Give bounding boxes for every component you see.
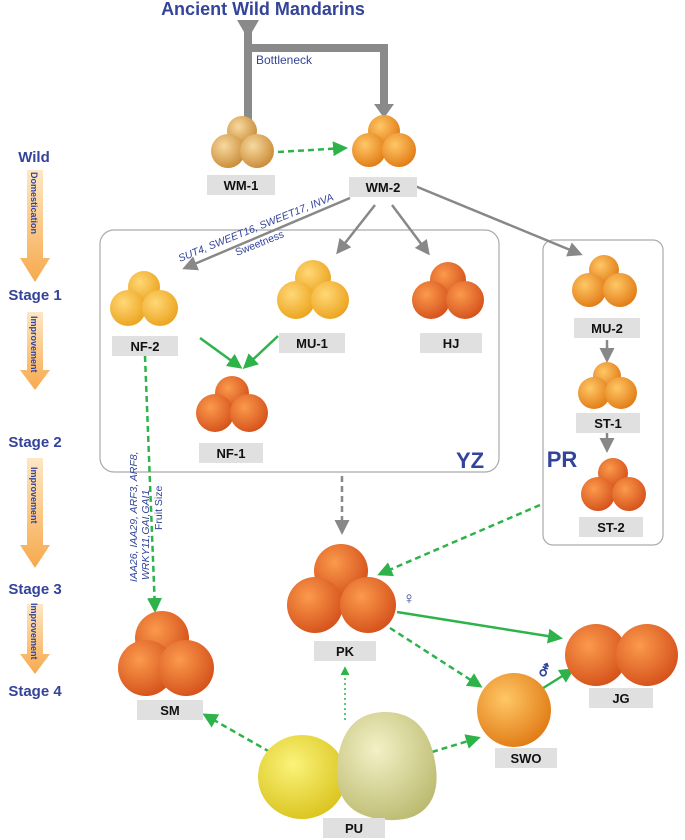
fruit-st1	[578, 362, 637, 409]
node-label-wm1: WM-1	[224, 178, 259, 193]
fruit-wm2	[352, 115, 416, 167]
node-label-hj: HJ	[443, 336, 460, 351]
side-arrow-improvement-2	[20, 458, 50, 568]
node-label-jg: JG	[612, 691, 629, 706]
node-tag-pu: PU	[323, 818, 385, 838]
fruit-mu2	[572, 255, 637, 307]
arrow-wm1-wm2	[277, 141, 348, 157]
green-arrows	[143, 141, 575, 754]
node-label-wm2: WM-2	[366, 180, 401, 195]
node-tag-mu1: MU-1	[279, 333, 345, 353]
fruit-hj	[412, 262, 484, 319]
stage-2-label: Stage 2	[8, 434, 61, 451]
node-tag-nf1: NF-1	[199, 443, 263, 463]
fruit-jg	[565, 624, 678, 686]
node-label-nf1: NF-1	[217, 446, 246, 461]
group-box-pr	[542, 239, 664, 546]
node-tag-wm2: WM-2	[349, 177, 417, 197]
arrow-pr-pk	[377, 503, 541, 577]
node-tag-mu2: MU-2	[574, 318, 640, 338]
arrow-swo-jg	[539, 668, 575, 692]
fruit-nf2	[110, 271, 178, 326]
stage-1-label: Stage 1	[8, 287, 61, 304]
gray-arrows	[182, 184, 615, 535]
fruit-swo	[477, 673, 551, 747]
side-label-domestication: Domestication	[29, 172, 39, 234]
node-label-st1: ST-1	[594, 416, 621, 431]
fruit-wm1	[211, 116, 274, 168]
diagram-title: Ancient Wild Mandarins	[161, 0, 365, 19]
node-label-mu1: MU-1	[296, 336, 328, 351]
node-tag-swo: SWO	[495, 748, 557, 768]
node-tag-jg: JG	[589, 688, 653, 708]
node-tag-wm1: WM-1	[207, 175, 275, 195]
sweetness-genes: SUT4, SWEET16, SWEET17, INVA	[177, 191, 336, 264]
fruit-mu1	[277, 260, 349, 319]
side-label-improvement-2: Improvement	[29, 467, 39, 524]
arrow-pu-sm	[202, 713, 271, 754]
node-tag-st2: ST-2	[579, 517, 643, 537]
fruit-nf1	[196, 376, 268, 432]
group-label-pr: PR	[547, 447, 578, 472]
group-label-yz: YZ	[456, 448, 484, 473]
node-label-st2: ST-2	[597, 520, 624, 535]
male-symbol: ⚦	[538, 662, 551, 680]
fruit-size-trait: Fruit Size	[153, 485, 165, 530]
node-label-swo: SWO	[510, 751, 541, 766]
node-label-pk: PK	[336, 644, 355, 659]
arrow-pk-swo	[389, 626, 483, 688]
fruit-pu	[258, 712, 437, 821]
side-arrow-domestication	[20, 170, 50, 282]
node-tag-sm: SM	[137, 700, 203, 720]
node-tag-nf2: NF-2	[112, 336, 178, 356]
side-arrow-improvement-3	[20, 604, 50, 674]
node-tag-pk: PK	[314, 641, 376, 661]
fruit-sm	[118, 611, 214, 696]
side-arrow-improvement-1	[20, 312, 50, 390]
arrow-nf2-nf1	[199, 336, 243, 369]
arrow-wm2-mu2	[414, 184, 583, 257]
female-symbol: ♀	[403, 589, 416, 608]
fruit-pk	[287, 544, 396, 633]
arrow-nf2-sm	[143, 355, 163, 613]
stage-wild-label: Wild	[18, 149, 50, 166]
side-label-improvement-1: Improvement	[29, 316, 39, 373]
bottleneck-funnel	[237, 20, 394, 120]
stage-3-label: Stage 3	[8, 581, 61, 598]
arrow-wm2-mu1	[336, 204, 376, 255]
node-label-mu2: MU-2	[591, 321, 623, 336]
side-label-improvement-3: Improvement	[29, 603, 39, 660]
bottleneck-label: Bottleneck	[256, 53, 313, 67]
fruit-size-genes-2: WRKY11,GAI,GAI1	[140, 490, 152, 580]
node-label-sm: SM	[160, 703, 180, 718]
node-label-pu: PU	[345, 821, 363, 836]
arrow-mu1-nf1	[242, 335, 279, 370]
fruit-size-genes-1: IAA26, IAA29, ARF3, ARF8,	[128, 451, 140, 582]
node-label-nf2: NF-2	[131, 339, 160, 354]
group-box-yz	[99, 229, 500, 473]
arrow-pk-jg	[396, 610, 563, 644]
arrow-pu-swo	[431, 734, 481, 754]
node-tag-hj: HJ	[420, 333, 482, 353]
arrow-wm2-nf2	[182, 196, 351, 271]
arrow-wm2-hj	[391, 204, 430, 256]
stage-4-label: Stage 4	[8, 683, 62, 700]
fruit-st2	[581, 458, 646, 511]
node-tag-st1: ST-1	[576, 413, 640, 433]
